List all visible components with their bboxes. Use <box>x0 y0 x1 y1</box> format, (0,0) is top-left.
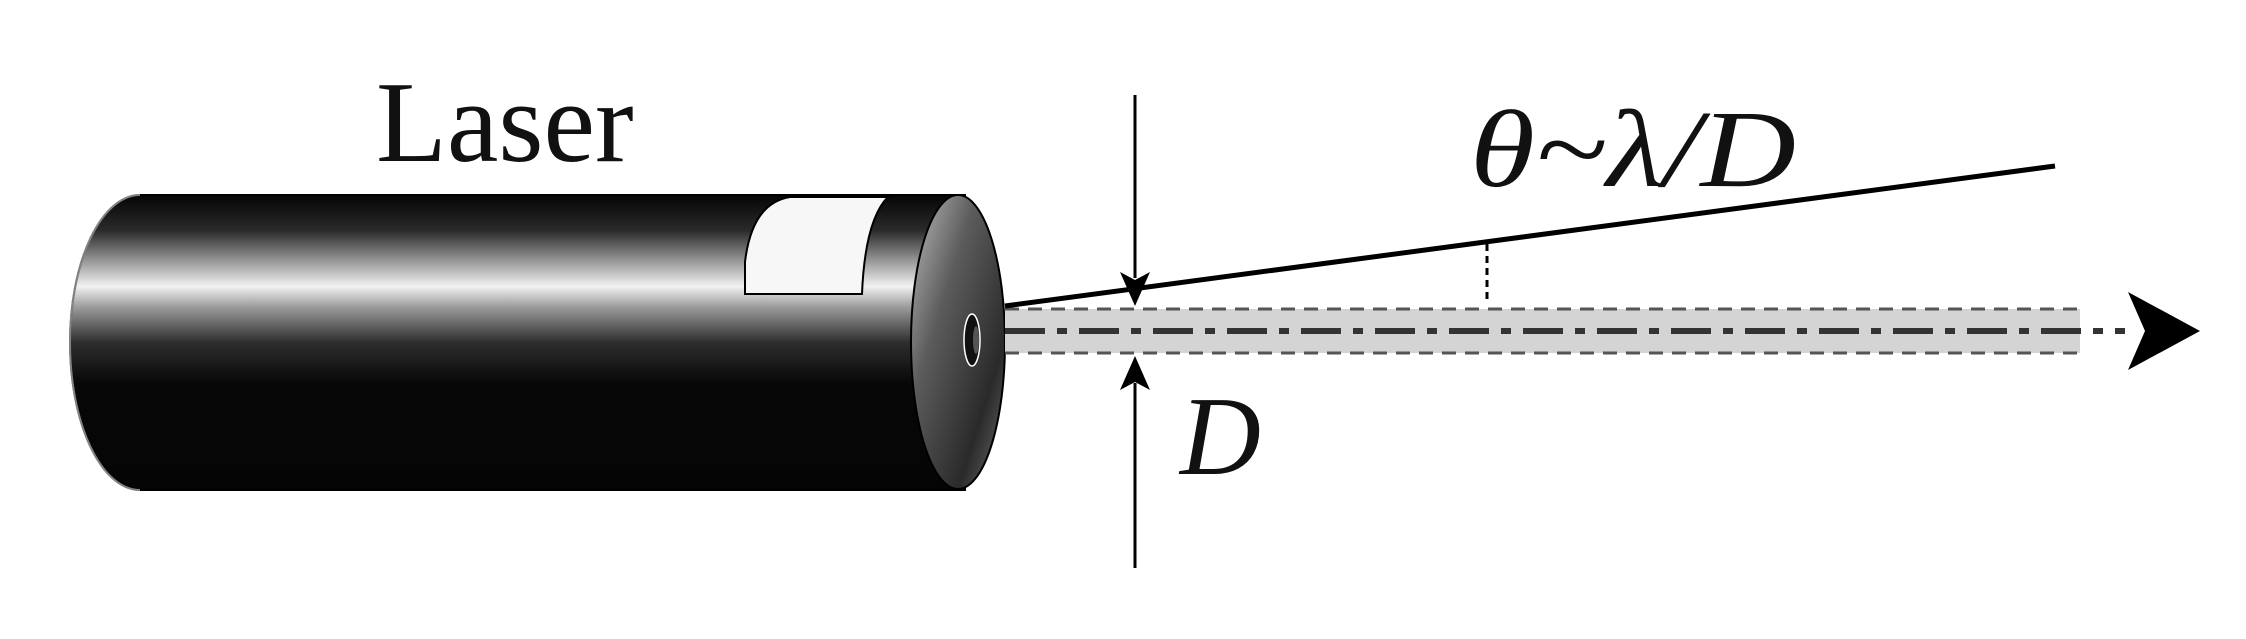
aperture-dimension <box>1120 95 1150 568</box>
laser-body <box>69 194 1006 491</box>
laser-aperture-inner <box>973 326 979 354</box>
aperture-label: D <box>1178 375 1261 499</box>
divergence-label: θ~λ/D <box>1470 88 1796 210</box>
dimension-arrow-up <box>1120 356 1150 390</box>
laser-label: Laser <box>376 59 634 187</box>
laser-label-window <box>744 196 891 295</box>
beam-arrowhead <box>2128 292 2200 370</box>
divergence-line <box>1004 163 2056 309</box>
beam <box>1005 292 2200 370</box>
laser-front-cap <box>910 194 1006 490</box>
laser-back-rim <box>69 194 141 491</box>
dimension-arrow-down <box>1120 272 1150 306</box>
